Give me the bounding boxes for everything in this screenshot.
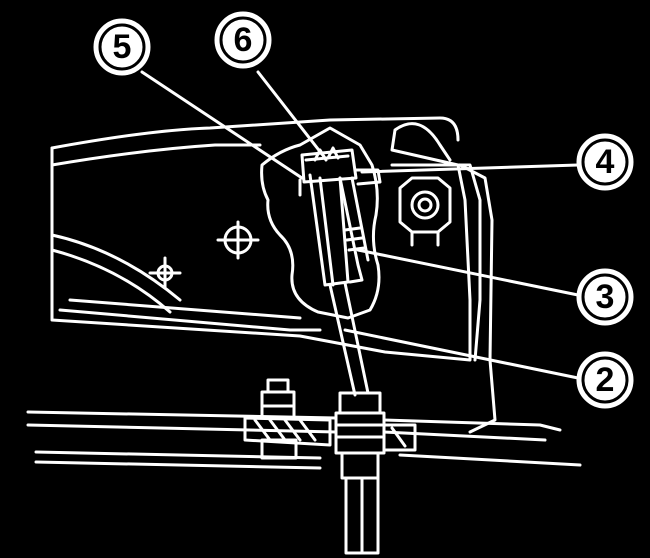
callout-4: 4 (576, 133, 634, 191)
callout-2-label: 2 (596, 361, 615, 399)
leader-lines (140, 70, 580, 380)
bolt-left (260, 378, 298, 460)
base-plate (26, 410, 582, 470)
sleeve-assembly (298, 146, 382, 287)
callout-3: 3 (576, 268, 634, 326)
threaded-fitting (334, 391, 386, 555)
cutaway-section (260, 126, 381, 320)
cable-rod (328, 281, 370, 397)
callout-6-label: 6 (234, 21, 253, 59)
callout-2: 2 (576, 351, 634, 409)
hex-nut-right (398, 176, 452, 247)
center-mark-2 (148, 256, 182, 290)
callout-4-label: 4 (596, 143, 615, 181)
center-mark-1 (216, 220, 260, 260)
callout-5-label: 5 (113, 28, 132, 66)
housing (50, 116, 497, 434)
callout-6: 6 (214, 11, 272, 69)
callout-5: 5 (93, 18, 151, 76)
callout-3-label: 3 (596, 278, 615, 316)
